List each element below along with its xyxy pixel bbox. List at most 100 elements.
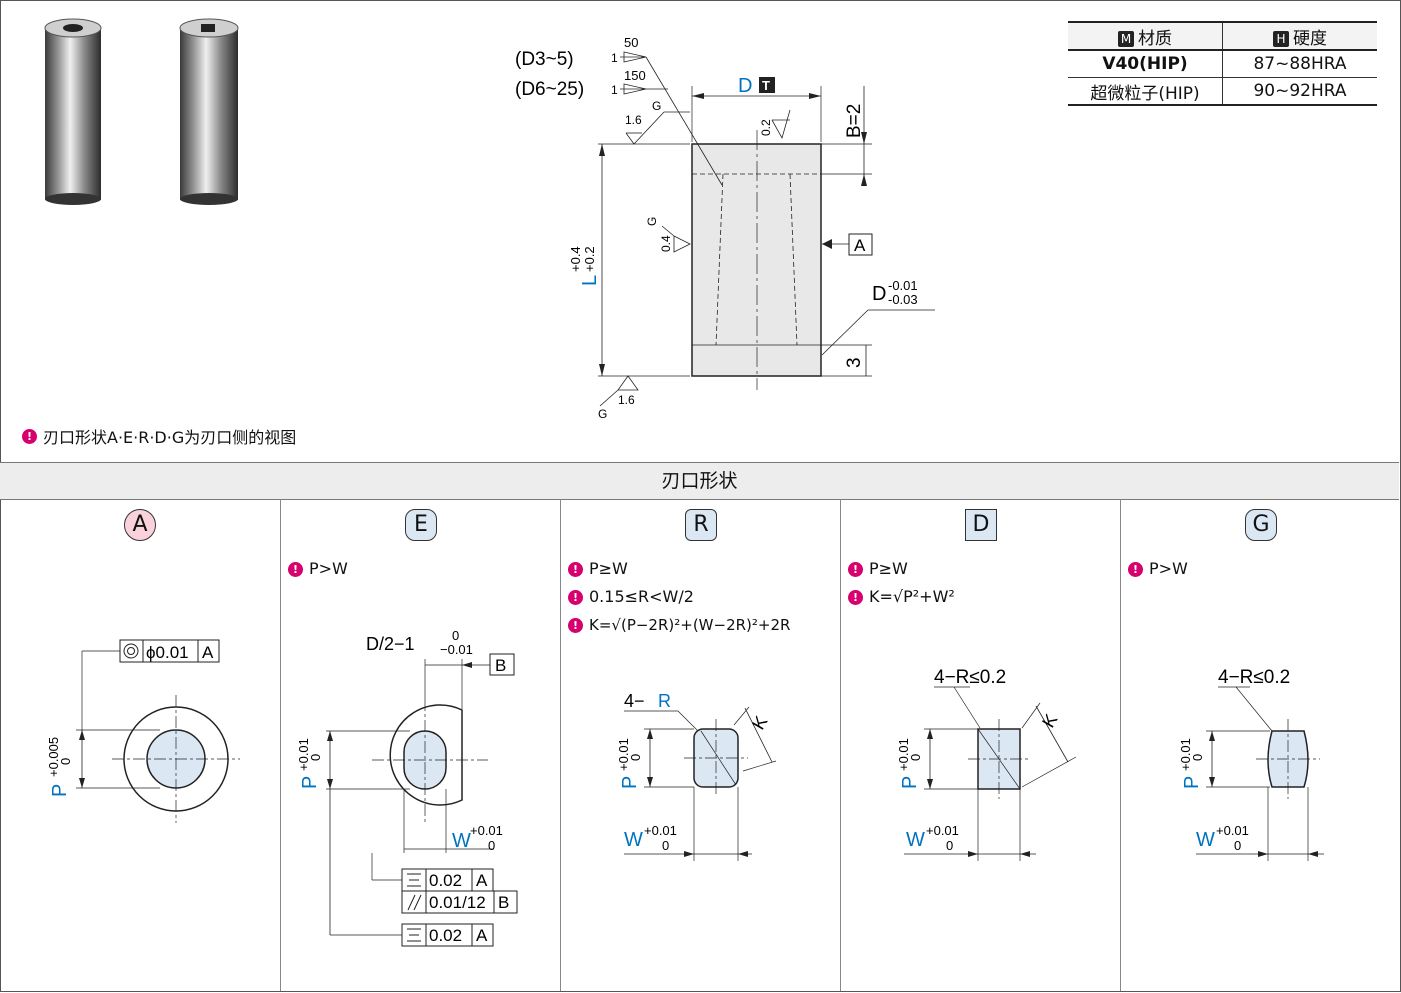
- p-label-g: P: [1181, 776, 1203, 789]
- shape-e-drawing: D/2−1 0 −0.01 B P +0.01 0 W +0.01 0: [296, 628, 518, 947]
- top-drawing: D T B=2 L +0.4 +0.2 A D -0.01 -0.03 3 (D…: [44, 18, 935, 421]
- shape-badge-a: A: [124, 509, 156, 541]
- r-label: R: [658, 691, 671, 711]
- k-label-r: K: [748, 713, 771, 733]
- conc-tol: ϕ0.01: [146, 643, 189, 662]
- four-r-label: 4−: [624, 691, 645, 711]
- rough-150: 150: [624, 68, 646, 83]
- datum-a-label: A: [854, 236, 866, 255]
- p-tol-g-up: +0.01: [1178, 738, 1193, 771]
- w-label-r: W: [624, 829, 643, 851]
- shape-panel-g: G !P>W 4−R≤0.2 P +0.01 0 W +0.01: [1120, 499, 1400, 991]
- material-cell: 超微粒子(HIP): [1068, 77, 1223, 106]
- p-tol-d-low: 0: [908, 754, 923, 761]
- w-tol-g-low: 0: [1234, 838, 1241, 853]
- shape-panel-e: E !P>W D/2−1 0 −0.01 B P +0.01 0: [280, 499, 561, 991]
- rough-50: 50: [624, 35, 638, 50]
- info-bulb-icon: !: [1128, 561, 1143, 577]
- condition-item: !P>W: [288, 555, 348, 583]
- info-bulb-icon: !: [22, 428, 37, 444]
- condition-item: !P>W: [1128, 555, 1188, 583]
- info-bulb-icon: !: [568, 561, 583, 577]
- sym-datum-1: A: [476, 871, 488, 890]
- shape-panel-a: A ϕ0.01 A P +0.005 0: [0, 499, 281, 991]
- rough-02: 0.2: [759, 119, 773, 136]
- w-tol-e-up: +0.01: [470, 823, 503, 838]
- rough-04: 0.4: [659, 235, 673, 252]
- one-a: 1: [611, 51, 618, 65]
- hardness-cell: 87~88HRA: [1222, 50, 1377, 78]
- shape-badge-g: G: [1245, 509, 1277, 541]
- material-cell: V40(HIP): [1068, 50, 1223, 78]
- hardness-badge: H: [1273, 30, 1289, 47]
- conc-datum: A: [202, 643, 214, 662]
- d-tol-up: -0.01: [888, 278, 918, 293]
- w-tol-r-low: 0: [662, 838, 669, 853]
- view-note-text: 刃口形状A·E·R·D·G为刃口侧的视图: [43, 428, 297, 447]
- b-dim-label: B=2: [844, 104, 865, 138]
- conditions-g: !P>W: [1128, 555, 1188, 583]
- w-tol-d-low: 0: [946, 838, 953, 853]
- sym-tol-2: 0.02: [429, 926, 462, 945]
- d-dim-label: D: [738, 75, 752, 97]
- info-bulb-icon: !: [848, 589, 863, 605]
- shape-badge-d: D: [965, 509, 997, 541]
- condition-item: !K=√P²+W²: [848, 583, 955, 611]
- condition-item: !K=√(P−2R)²+(W−2R)²+2R: [568, 611, 790, 639]
- d-tol-low: -0.03: [888, 292, 918, 307]
- info-bulb-icon: !: [568, 617, 583, 633]
- shape-g-drawing: 4−R≤0.2 P +0.01 0 W +0.01 0: [1178, 667, 1324, 861]
- p-tol-a-low: 0: [58, 758, 73, 765]
- range-small: (D3~5): [515, 49, 574, 70]
- w-tol-g-up: +0.01: [1216, 823, 1249, 838]
- conditions-e: !P>W: [288, 555, 348, 583]
- one-b: 1: [611, 83, 618, 97]
- table-row: V40(HIP) 87~88HRA: [1068, 50, 1377, 78]
- pin-body: [691, 143, 822, 377]
- product-photo-round: [44, 18, 102, 205]
- section-title: 刃口形状: [0, 462, 1399, 500]
- shape-badge-e: E: [405, 509, 437, 541]
- p-tol-a-up: +0.005: [46, 737, 61, 777]
- shape-r-drawing: K 4− R P +0.01 0 W +0.01 0: [616, 691, 777, 861]
- shape-panel-d: D !P≥W !K=√P²+W² K 4−R≤0.2 P +0.01 0: [840, 499, 1121, 991]
- p-tol-e-low: 0: [308, 754, 323, 761]
- conditions-d: !P≥W !K=√P²+W²: [848, 555, 955, 611]
- shape-badge-r: R: [685, 509, 717, 541]
- shape-panel-r: R !P≥W !0.15≤R<W/2 !K=√(P−2R)²+(W−2R)²+2…: [560, 499, 841, 991]
- l-tol-up: +0.4: [568, 246, 583, 272]
- sym-tol-1: 0.02: [429, 871, 462, 890]
- w-tol-e-low: 0: [488, 838, 495, 853]
- w-label-g: W: [1196, 829, 1215, 851]
- par-tol: 0.01/12: [429, 893, 486, 912]
- shape-d-drawing: K 4−R≤0.2 P +0.01 0 W +0.01 0: [896, 667, 1077, 861]
- p-tol-d-up: +0.01: [896, 738, 911, 771]
- hardness-cell: 90~92HRA: [1222, 77, 1377, 106]
- view-note: ! 刃口形状A·E·R·D·G为刃口侧的视图: [22, 424, 296, 448]
- p-label-d: P: [899, 776, 921, 789]
- condition-item: !0.15≤R<W/2: [568, 583, 790, 611]
- e-dim-tol-up: 0: [452, 628, 459, 643]
- e-dim-tol-low: −0.01: [440, 642, 473, 657]
- info-bulb-icon: !: [568, 589, 583, 605]
- par-datum: B: [498, 893, 509, 912]
- w-tol-r-up: +0.01: [644, 823, 677, 838]
- d-tol-label: D: [872, 283, 886, 305]
- four-r-02-d: 4−R≤0.2: [934, 667, 1006, 688]
- datum-b: B: [495, 656, 506, 675]
- l-dim-label: L: [579, 275, 601, 286]
- condition-item: !P≥W: [848, 555, 955, 583]
- p-tol-g-low: 0: [1190, 754, 1205, 761]
- t-badge: T: [762, 78, 770, 93]
- e-dim: D/2−1: [366, 634, 415, 654]
- p-tol-r-low: 0: [628, 754, 643, 761]
- rough-16-top: 1.6: [625, 113, 642, 127]
- rough-g-top: G: [652, 99, 661, 113]
- k-label-d: K: [1038, 711, 1061, 731]
- p-tol-r-up: +0.01: [616, 738, 631, 771]
- rough-g-bottom: G: [598, 407, 607, 421]
